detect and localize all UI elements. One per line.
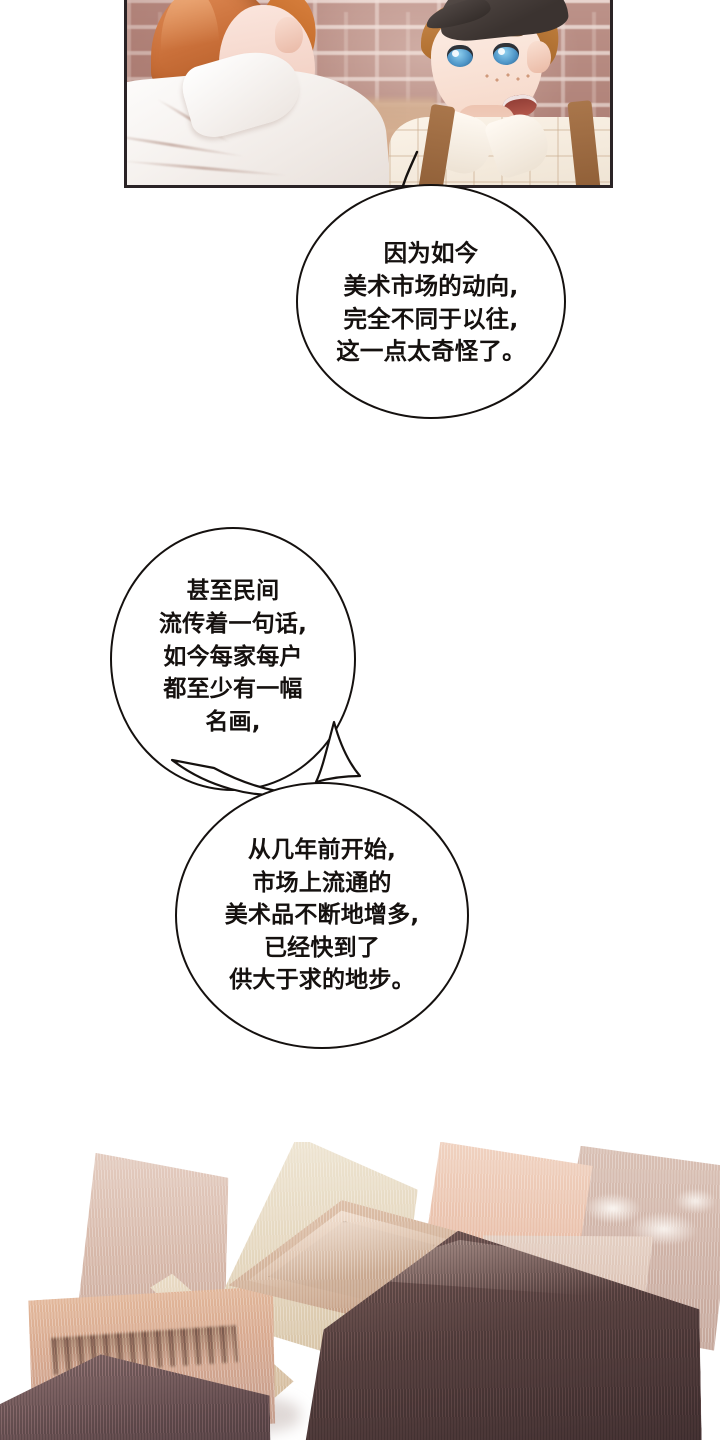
shirt-fold xyxy=(127,159,289,178)
speech-bubble-3-text: 从几年前开始, 市场上流通的 美术品不断地增多, 已经快到了 供大于求的地步。 xyxy=(224,836,420,994)
artwork-pile xyxy=(0,1142,720,1440)
panel-artwork xyxy=(127,0,610,185)
speech-bubble-1-text: 因为如今 美术市场的动向, 完全不同于以往, 这一点太奇怪了。 xyxy=(336,238,526,366)
left-character-ear xyxy=(275,17,303,53)
eye-left xyxy=(447,45,473,67)
comic-panel-street xyxy=(124,0,613,188)
right-character-ear xyxy=(527,41,551,73)
speech-bubble-2: 甚至民间 流传着一句话, 如今每家每户 都至少有一幅 名画, xyxy=(110,527,356,791)
eye-right xyxy=(493,43,519,65)
freckles xyxy=(483,73,533,85)
speech-bubble-3: 从几年前开始, 市场上流通的 美术品不断地增多, 已经快到了 供大于求的地步。 xyxy=(175,782,469,1049)
shirt-fold xyxy=(127,131,246,159)
speech-bubble-2-text: 甚至民间 流传着一句话, 如今每家每户 都至少有一幅 名画, xyxy=(158,578,308,735)
right-character xyxy=(389,0,610,185)
speech-bubble-1: 因为如今 美术市场的动向, 完全不同于以往, 这一点太奇怪了。 xyxy=(296,184,566,419)
